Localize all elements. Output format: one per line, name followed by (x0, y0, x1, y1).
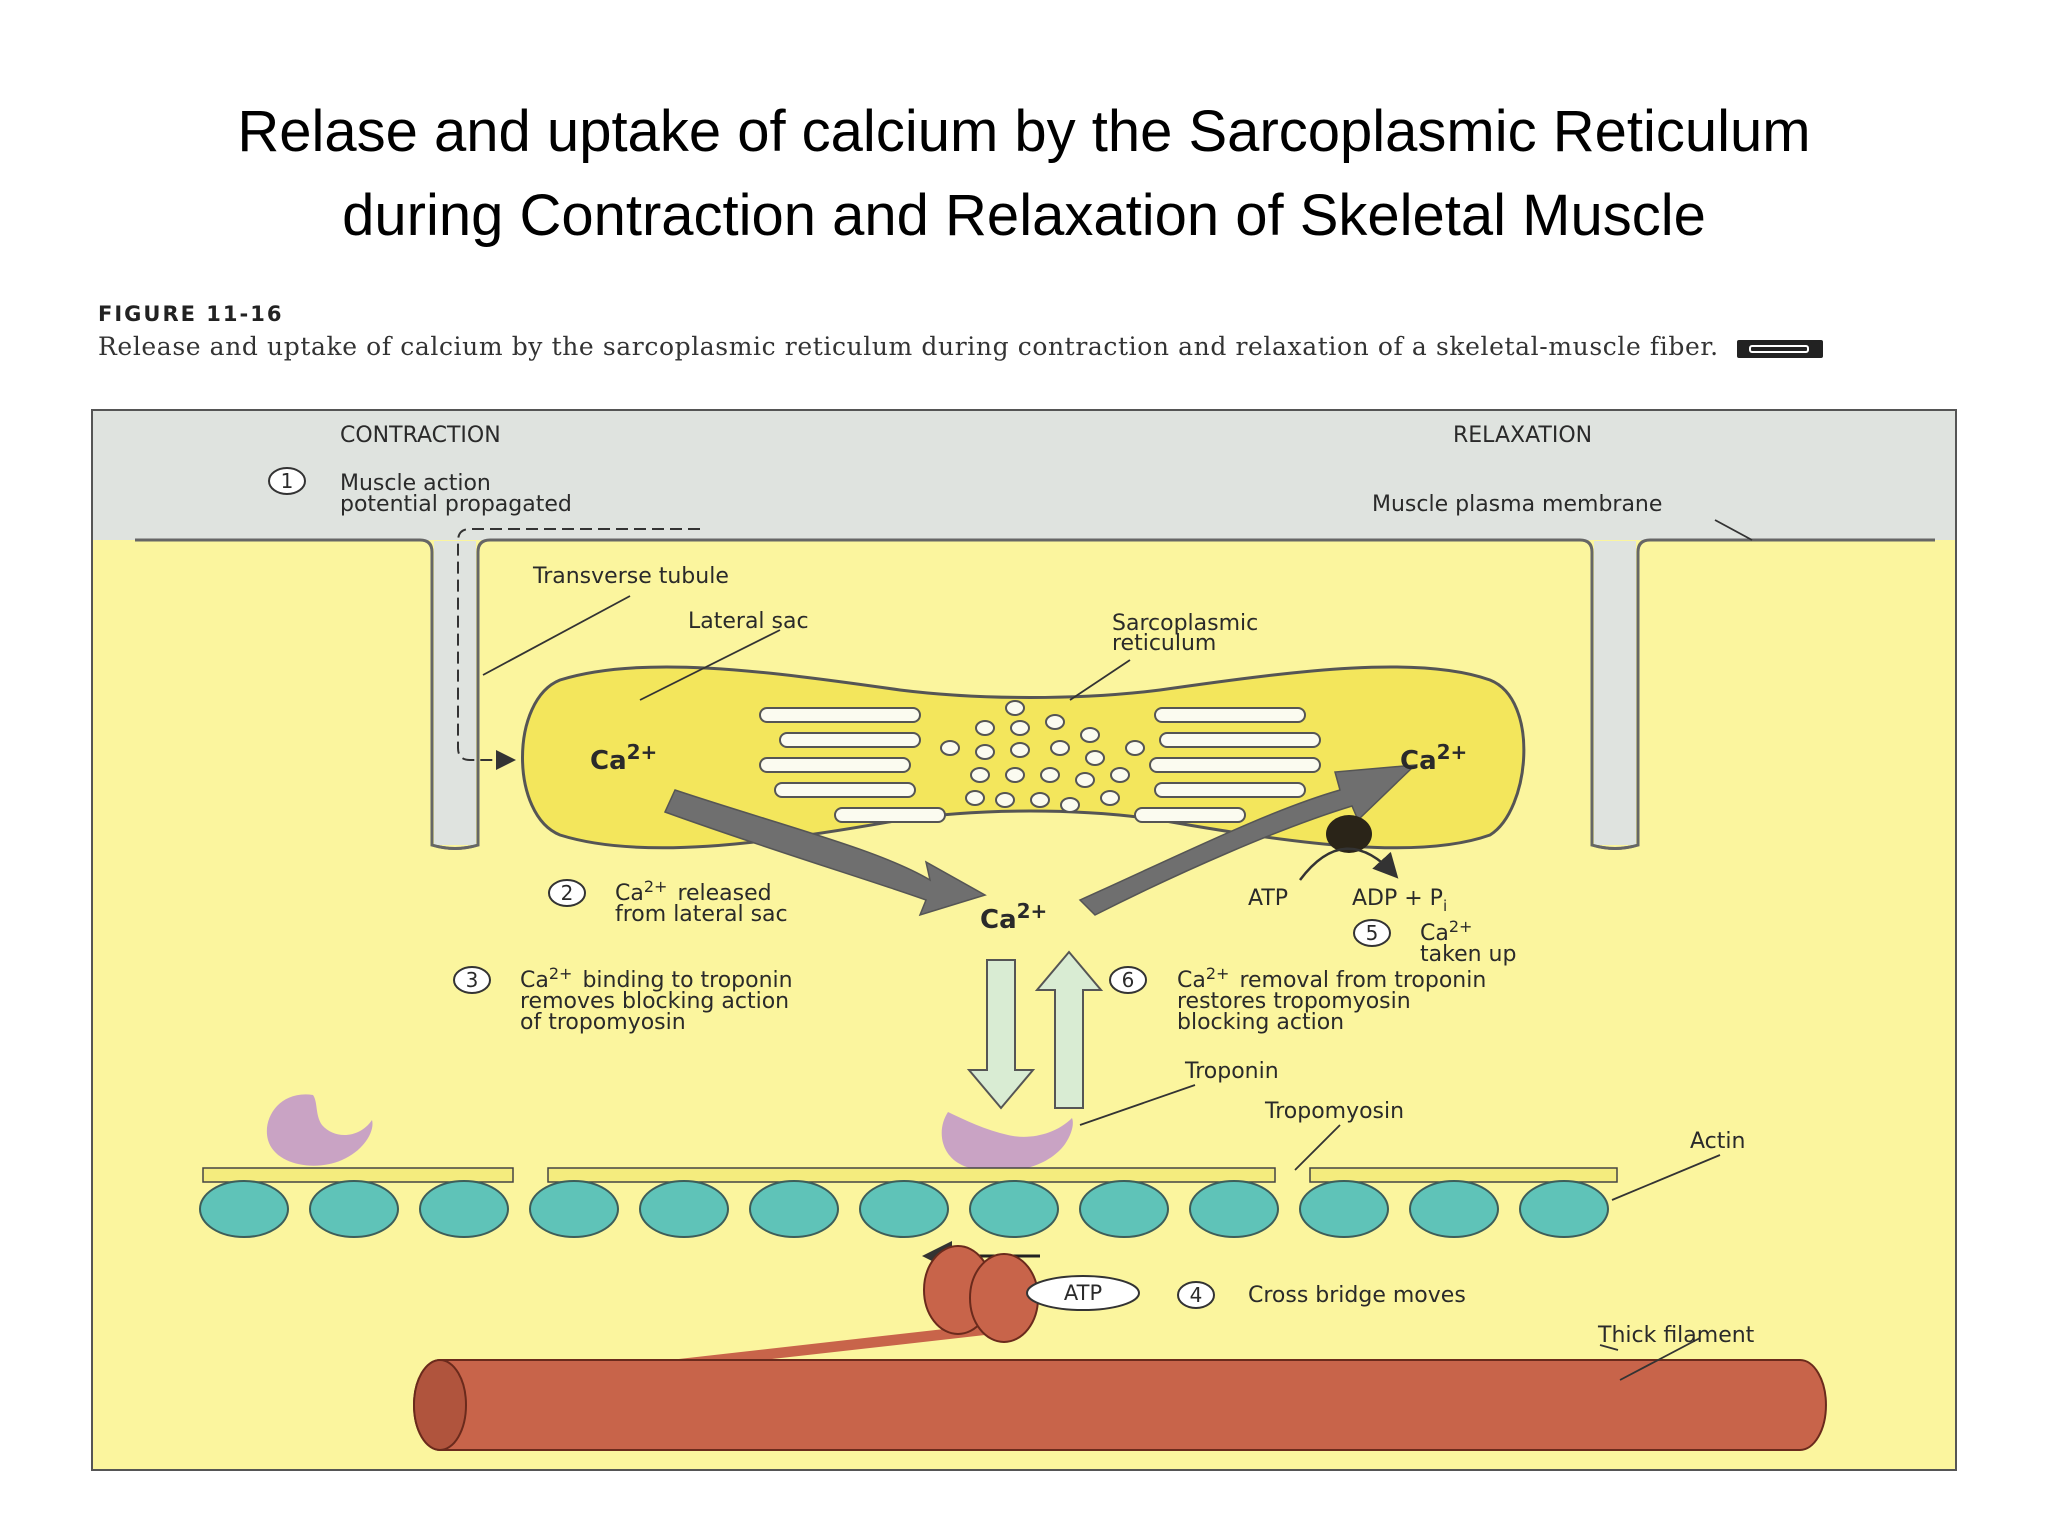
step-1-line-2: potential propagated (340, 492, 572, 517)
troponin-left (266, 1094, 373, 1166)
sr-label-line-2: reticulum (1112, 631, 1216, 656)
calcium-pump (1326, 815, 1372, 853)
figure-caption: Release and uptake of calcium by the sar… (98, 334, 1958, 360)
sr-label-line-1: Sarcoplasmic (1112, 611, 1258, 636)
t-tubule-right-tube (1590, 552, 1640, 850)
step-1-number: 1 (281, 469, 294, 493)
thick-filament-end (413, 1359, 467, 1451)
step-2-charge: 2+ (644, 877, 668, 896)
atp-to-adp-arrow (1299, 847, 1399, 881)
thick-filament-label: Thick filament (1597, 1323, 1755, 1348)
step-2-number: 2 (561, 881, 574, 905)
step-2-line-1: Ca2+ released (615, 877, 772, 906)
step-6-line-1: Ca2+ removal from troponin (1177, 964, 1486, 993)
figure-number: FIGURE 11-16 (98, 302, 284, 326)
media-icon (1736, 339, 1823, 358)
t-tubule-right-lumen (1594, 541, 1636, 845)
atp-crossbridge-oval (1026, 1275, 1140, 1311)
ca-left-label: Ca2+ (590, 740, 657, 776)
ca-right-label: Ca2+ (1400, 740, 1467, 776)
step-3-number: 3 (466, 968, 479, 992)
troponin-center (941, 1112, 1073, 1172)
ca-uptake-arrow (1078, 764, 1418, 916)
sr-tubules (759, 707, 1321, 823)
step-6-ca: Ca (1177, 968, 1206, 993)
step-circles (268, 467, 1391, 1309)
step-2-ca: Ca (615, 881, 644, 906)
actin-filament (199, 1180, 1609, 1238)
step-1-line-1: Muscle action (340, 471, 491, 496)
step-3-charge: 2+ (549, 964, 573, 983)
down-arrow (966, 959, 1036, 1110)
ca-right-charge: 2+ (1437, 740, 1468, 764)
thick-filament (413, 1359, 1827, 1451)
step-5-charge: 2+ (1449, 917, 1473, 936)
action-potential-path (457, 528, 700, 770)
adp-pi-text: ADP + P (1352, 886, 1443, 911)
sr-vesicles (940, 700, 1145, 813)
tropomyosin-strand-1 (202, 1167, 514, 1183)
leader-lines (482, 519, 1753, 1381)
step-5-line-1: Ca2+ (1420, 917, 1472, 946)
cross-bridge-neck (670, 1325, 985, 1370)
up-arrow (1034, 950, 1104, 1109)
step-6-charge: 2+ (1206, 964, 1230, 983)
step-3-rest: binding to troponin (582, 968, 792, 993)
step-2-rest: released (677, 881, 771, 906)
tropomyosin-strand-3 (1309, 1167, 1618, 1183)
step-4-label: Cross bridge moves (1248, 1283, 1466, 1308)
actin-label: Actin (1690, 1129, 1745, 1154)
contraction-label: CONTRACTION (340, 423, 501, 448)
step-3-ca: Ca (520, 968, 549, 993)
step-4-number: 4 (1190, 1283, 1203, 1307)
ca-right-text: Ca (1400, 746, 1437, 776)
slide-title-line-2: during Contraction and Relaxation of Ske… (342, 183, 1706, 248)
figure-frame (91, 409, 1957, 1471)
tropomyosin-strand-2 (547, 1167, 1276, 1183)
ca-release-arrow (663, 789, 987, 917)
step-6-line-3: blocking action (1177, 1010, 1344, 1035)
relaxation-label: RELAXATION (1453, 423, 1592, 448)
ca-center-text: Ca (980, 905, 1017, 935)
step-5-line-2: taken up (1420, 942, 1516, 967)
step-6-rest: removal from troponin (1239, 968, 1486, 993)
pi-subscript: i (1443, 897, 1447, 915)
slide-title: Relase and uptake of calcium by the Sarc… (100, 90, 1948, 258)
t-tubule-left-tube (430, 552, 480, 850)
step-5-ca: Ca (1420, 921, 1449, 946)
plasma-membrane-label: Muscle plasma membrane (1372, 492, 1662, 517)
ca-center-label: Ca2+ (980, 899, 1047, 935)
atp-crossbridge-label: ATP (1064, 1281, 1102, 1305)
myosin-head-front (969, 1253, 1039, 1343)
troponin-label: Troponin (1184, 1059, 1279, 1084)
step-5-number: 5 (1366, 921, 1379, 945)
step-6-number: 6 (1122, 968, 1135, 992)
figure-caption-text: Release and uptake of calcium by the sar… (98, 332, 1719, 361)
ca-left-text: Ca (590, 746, 627, 776)
step-3-line-3: of tropomyosin (520, 1010, 686, 1035)
t-tubule-left-lumen (434, 541, 476, 845)
step-3-line-2: removes blocking action (520, 989, 789, 1014)
atp-label: ATP (1248, 886, 1288, 911)
slide-title-line-1: Relase and uptake of calcium by the Sarc… (237, 99, 1811, 164)
step-3-line-1: Ca2+ binding to troponin (520, 964, 793, 993)
membrane-band (92, 410, 1956, 540)
tropomyosin-label: Tropomyosin (1264, 1099, 1404, 1124)
transverse-tubule-label: Transverse tubule (532, 564, 729, 589)
ca-center-charge: 2+ (1017, 899, 1048, 923)
step-2-line-2: from lateral sac (615, 902, 788, 927)
step-6-line-2: restores tropomyosin (1177, 989, 1411, 1014)
lateral-sac-label: Lateral sac (688, 609, 809, 634)
ca-left-charge: 2+ (627, 740, 658, 764)
adp-pi-label: ADP + Pi (1352, 886, 1447, 915)
